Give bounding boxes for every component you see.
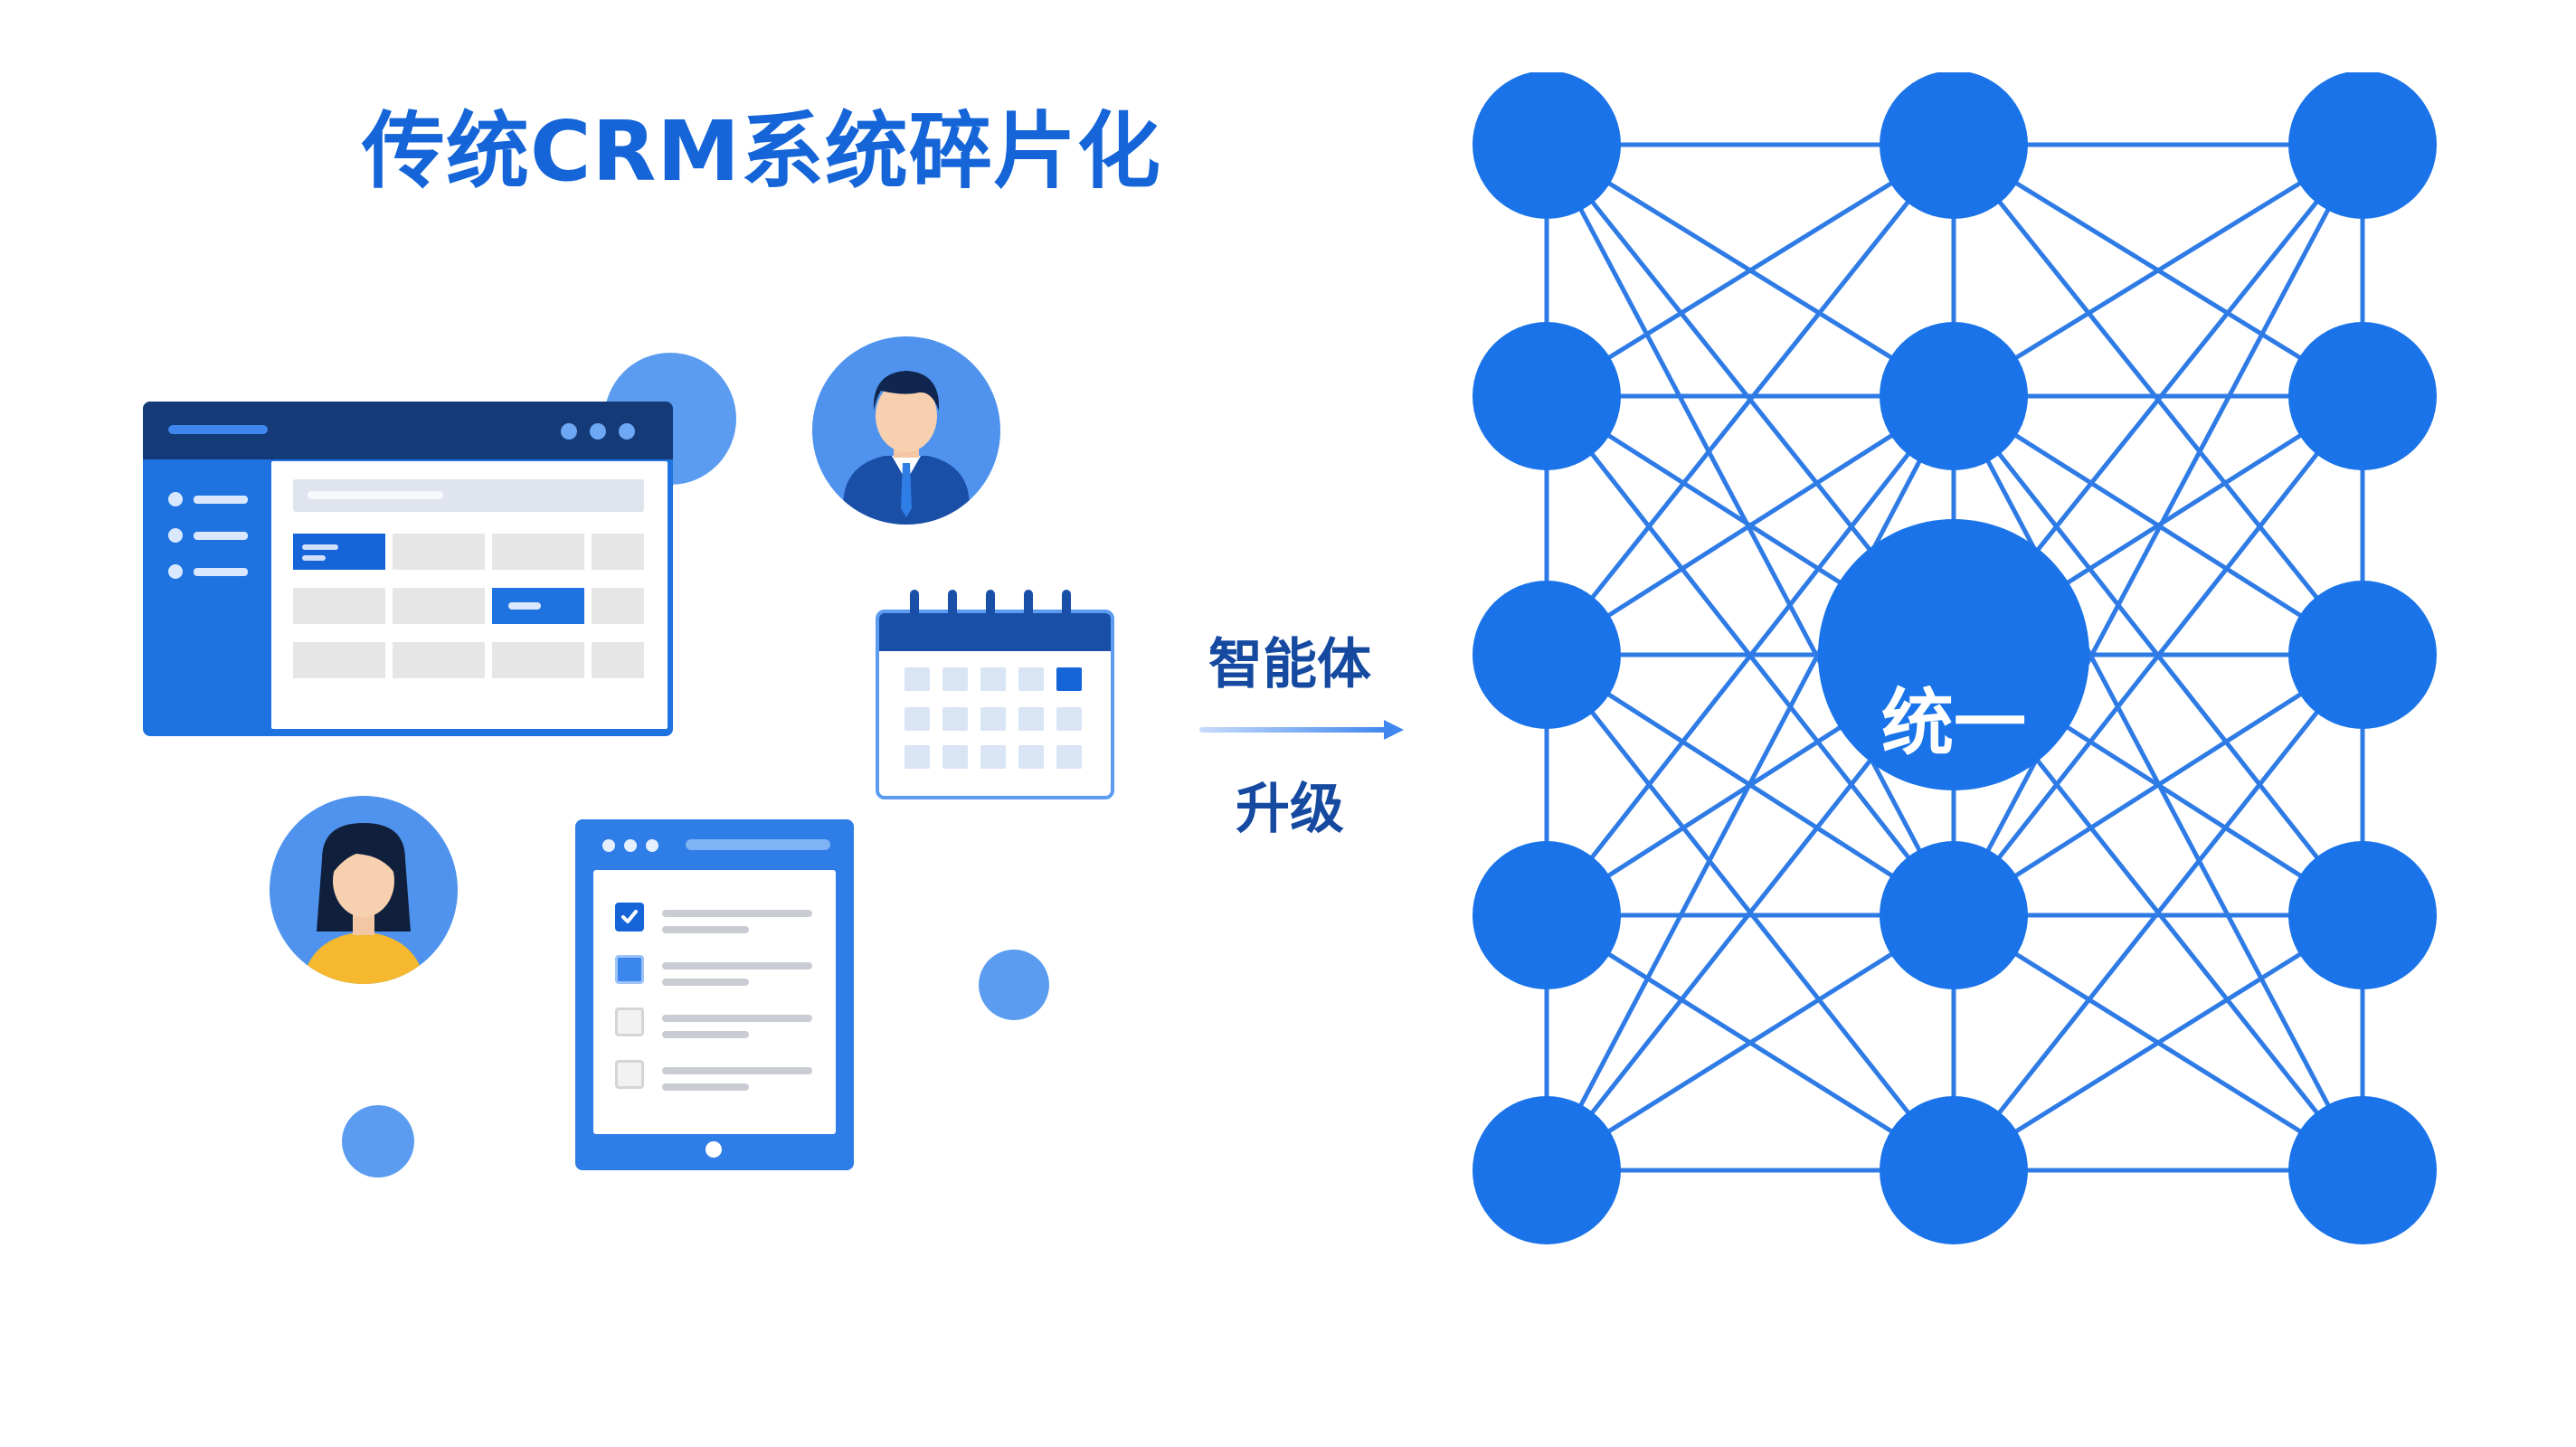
network-node bbox=[1473, 581, 1621, 729]
network-node bbox=[1473, 322, 1621, 470]
unified-network-diagram bbox=[1473, 72, 2437, 1244]
label-upgrade: 升级 bbox=[1236, 778, 1344, 841]
network-node bbox=[1473, 72, 1621, 219]
checkbox-icon bbox=[615, 1007, 644, 1036]
decor-dot bbox=[342, 1105, 414, 1177]
label-agent: 智能体 bbox=[1208, 633, 1371, 696]
network-edge bbox=[1951, 394, 2365, 1172]
calendar-rings bbox=[876, 590, 1114, 628]
network-node bbox=[2288, 72, 2437, 219]
network-node bbox=[2288, 322, 2437, 470]
network-node bbox=[1473, 1096, 1621, 1244]
decor-dot bbox=[979, 950, 1049, 1020]
checkbox-icon bbox=[615, 1060, 644, 1089]
network-node bbox=[1880, 1096, 2028, 1244]
right-arrow-icon bbox=[1199, 714, 1407, 745]
network-edge bbox=[1952, 394, 2364, 917]
center-label: 统一 bbox=[1881, 681, 2026, 765]
checkbox-checked-icon bbox=[615, 903, 644, 932]
female-user-avatar bbox=[270, 796, 458, 984]
network-edge bbox=[1545, 913, 1956, 1173]
tablet-checklist-icon bbox=[575, 819, 854, 1170]
browser-window-icon bbox=[143, 402, 673, 736]
network-node bbox=[2288, 581, 2437, 729]
network-center-node bbox=[1818, 519, 2089, 790]
network-edge bbox=[1952, 142, 2364, 399]
window-titlebar bbox=[143, 402, 673, 459]
network-edge bbox=[1544, 394, 1956, 1172]
network-node bbox=[2288, 841, 2437, 989]
window-content bbox=[271, 461, 668, 729]
network-node bbox=[1880, 841, 2028, 989]
network-edge bbox=[1952, 143, 2364, 657]
network-edge bbox=[1545, 143, 1956, 657]
network-edge bbox=[1545, 142, 1956, 399]
network-edge bbox=[1544, 143, 1956, 917]
network-node bbox=[1473, 841, 1621, 989]
network-node bbox=[1880, 72, 2028, 219]
left-title: 传统CRM系统碎片化 bbox=[362, 103, 1161, 200]
network-node bbox=[1880, 322, 2028, 470]
network-edge bbox=[1952, 913, 2364, 1173]
network-edge bbox=[1545, 394, 1956, 917]
calendar-grid bbox=[876, 610, 1114, 799]
network-edge bbox=[1951, 143, 2365, 917]
checkbox-icon bbox=[615, 955, 644, 984]
male-user-avatar bbox=[812, 336, 1000, 525]
network-node bbox=[2288, 1096, 2437, 1244]
